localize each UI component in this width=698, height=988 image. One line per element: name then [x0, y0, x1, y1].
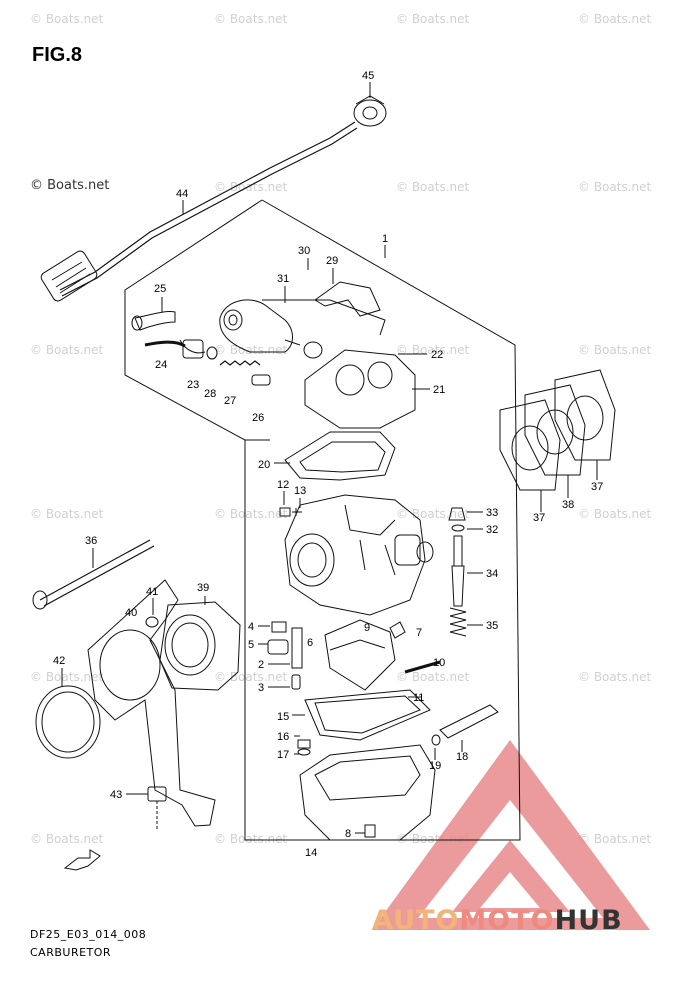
watermark: © Boats.net: [214, 343, 288, 357]
part-label-24: 24: [155, 359, 167, 371]
drawing-code: DF25_E03_014_008: [30, 928, 147, 941]
watermark: © Boats.net: [396, 670, 470, 684]
part-label-32: 32: [486, 524, 498, 536]
part-label-30: 30: [298, 245, 310, 257]
part-label-34: 34: [486, 568, 498, 580]
part-label-4: 4: [248, 621, 254, 633]
part-label-25: 25: [154, 283, 166, 295]
logo-text-part: MOTO: [459, 905, 555, 936]
assembly-outline: [124, 199, 521, 841]
watermark: © Boats.net: [578, 343, 652, 357]
watermark: © Boats.net: [396, 180, 470, 194]
part-label-8: 8: [345, 828, 351, 840]
part-label-39: 39: [197, 582, 209, 594]
part-label-40: 40: [125, 607, 137, 619]
part-label-20: 20: [258, 459, 270, 471]
watermark: © Boats.net: [578, 507, 652, 521]
part-label-1: 1: [382, 233, 388, 245]
watermark: © Boats.net: [214, 670, 288, 684]
part-label-6: 6: [307, 637, 313, 649]
part-label-23: 23: [187, 379, 199, 391]
part-label-19: 19: [429, 760, 441, 772]
watermark: © Boats.net: [578, 670, 652, 684]
part-label-22: 22: [431, 349, 443, 361]
diagram-caption: CARBURETOR: [30, 946, 112, 959]
watermark: © Boats.net: [578, 180, 652, 194]
logo-text-part: AUTO: [372, 905, 460, 936]
part-label-27: 27: [224, 395, 236, 407]
fwd-arrow-icon: [63, 849, 101, 871]
part-label-29: 29: [326, 255, 338, 267]
part-label-11: 11: [413, 692, 424, 704]
part-label-18: 18: [456, 751, 468, 763]
watermark-main: © Boats.net: [30, 178, 110, 193]
part-label-35: 35: [486, 620, 498, 632]
part-label-14: 14: [305, 847, 317, 859]
watermark: © Boats.net: [214, 507, 288, 521]
watermark: © Boats.net: [578, 12, 652, 26]
watermark: © Boats.net: [396, 12, 470, 26]
throttle-cable: [59, 121, 356, 291]
part-label-17: 17: [277, 749, 289, 761]
part-label-13: 13: [294, 485, 306, 497]
watermark: © Boats.net: [30, 832, 104, 846]
part-label-3: 3: [258, 682, 264, 694]
watermark: © Boats.net: [30, 12, 104, 26]
part-label-36: 36: [85, 535, 97, 547]
part-label-15: 15: [277, 711, 289, 723]
part-label-37: 37: [533, 512, 545, 524]
part-label-33: 33: [486, 507, 498, 519]
part-label-16: 16: [277, 731, 289, 743]
part-label-42: 42: [53, 655, 65, 667]
part-label-31: 31: [277, 273, 289, 285]
watermark: © Boats.net: [214, 180, 288, 194]
part-label-21: 21: [433, 384, 445, 396]
figure-title: FIG.8: [32, 44, 83, 66]
part-label-10: 10: [433, 657, 445, 669]
part-label-41: 41: [146, 586, 158, 598]
part-label-38: 38: [562, 499, 574, 511]
automotohub-logo: AUTOMOTOHUB: [372, 905, 623, 936]
float-bowl: [299, 744, 436, 841]
part-label-5: 5: [248, 639, 254, 651]
part-label-12: 12: [277, 479, 289, 491]
part-label-7: 7: [416, 627, 422, 639]
part-label-43: 43: [110, 789, 122, 801]
part-label-45: 45: [362, 70, 374, 82]
watermark: © Boats.net: [30, 343, 104, 357]
watermark: © Boats.net: [214, 832, 288, 846]
part-label-2: 2: [258, 659, 264, 671]
part-label-37: 37: [591, 481, 603, 493]
part-label-9: 9: [364, 622, 370, 634]
watermark: © Boats.net: [30, 507, 104, 521]
part-label-26: 26: [252, 412, 264, 424]
triangle-logo-icon: [372, 740, 650, 930]
logo-text-part: HUB: [554, 905, 623, 936]
carburetor-body: [284, 494, 434, 616]
watermark: © Boats.net: [578, 832, 652, 846]
watermark: © Boats.net: [214, 12, 288, 26]
part-label-44: 44: [176, 188, 188, 200]
part-label-28: 28: [204, 388, 216, 400]
watermark: © Boats.net: [30, 670, 104, 684]
